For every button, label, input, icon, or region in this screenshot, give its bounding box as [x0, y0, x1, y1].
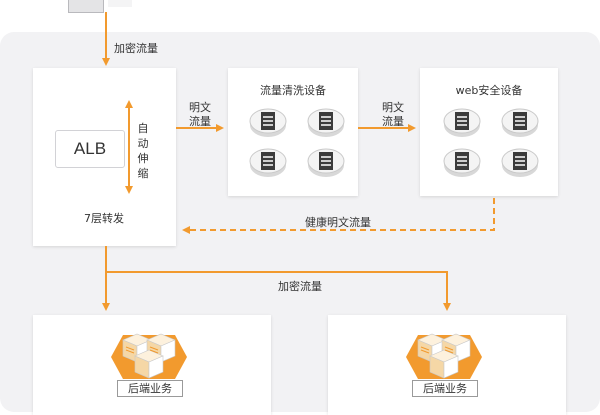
plain-traffic-label-1a: 明文	[189, 101, 211, 114]
cube-cluster-icon	[406, 333, 482, 379]
layer7-forwarding-label: 7层转发	[84, 212, 124, 225]
server-disc-icon	[501, 148, 539, 177]
server-disc-icon	[443, 148, 481, 177]
server-disc-icon	[443, 108, 481, 137]
cube-cluster-icon	[111, 333, 187, 379]
waf-device-card	[420, 68, 558, 196]
client-node	[68, 0, 104, 13]
autoscale-label: 自 动 伸 缩	[137, 122, 149, 180]
server-disc-icon	[249, 148, 287, 177]
arrow-to-backend-right	[106, 271, 451, 311]
plain-traffic-label-1b: 流量	[189, 115, 211, 128]
server-disc-icon	[249, 108, 287, 137]
alb-node: ALB	[55, 130, 125, 168]
plain-traffic-label-2a: 明文	[382, 101, 404, 114]
arrow-waf-to-alb-dashed	[182, 198, 495, 234]
encrypted-traffic-label-top: 加密流量	[114, 42, 158, 55]
server-disc-icon	[501, 108, 539, 137]
health-plain-traffic-label: 健康明文流量	[305, 216, 371, 229]
server-disc-icon	[307, 148, 345, 177]
backend-service-label-left: 后端业务	[117, 380, 183, 397]
server-disc-icon	[307, 108, 345, 137]
plain-traffic-label-2b: 流量	[382, 115, 404, 128]
waf-device-title: web安全设备	[455, 84, 523, 97]
client-node-edge	[108, 0, 132, 7]
backend-service-label-right: 后端业务	[412, 380, 478, 397]
flow-connectors	[102, 12, 495, 311]
encrypted-traffic-label-bottom: 加密流量	[278, 280, 322, 293]
cleaning-device-title: 流量清洗设备	[260, 84, 326, 97]
